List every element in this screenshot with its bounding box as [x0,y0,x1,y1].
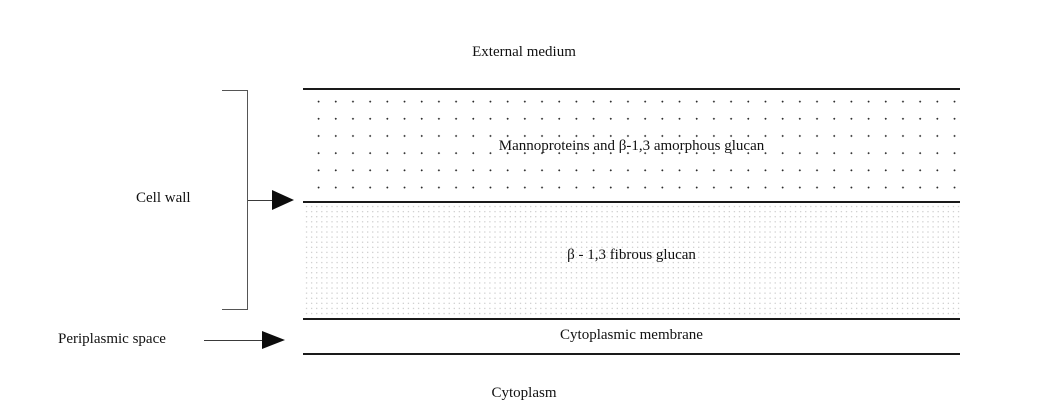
cell-wall-stack: Mannoproteins and β-1,3 amorphous glucan… [303,88,960,320]
cytoplasmic-membrane-label: Cytoplasmic membrane [560,327,703,343]
periplasmic-space-label: Periplasmic space [58,331,166,347]
periplasmic-arrow-shaft [204,339,270,341]
cytoplasmic-membrane-layer: Cytoplasmic membrane [303,320,960,355]
fibrous-glucan-label: β - 1,3 fibrous glucan [567,247,696,263]
amorphous-glucan-label: Mannoproteins and β-1,3 amorphous glucan [498,138,765,154]
cell-wall-bracket [222,90,248,310]
fibrous-glucan-layer [303,203,960,320]
cytoplasm-label: Cytoplasm [491,385,557,401]
periplasmic-arrow-head-icon [262,331,285,349]
cell-wall-arrow-shaft [248,199,278,202]
cell-wall-label: Cell wall [136,190,191,206]
cell-wall-arrow-head-icon [272,190,294,210]
amorphous-glucan-layer [303,88,960,203]
external-medium-label: External medium [472,44,576,60]
